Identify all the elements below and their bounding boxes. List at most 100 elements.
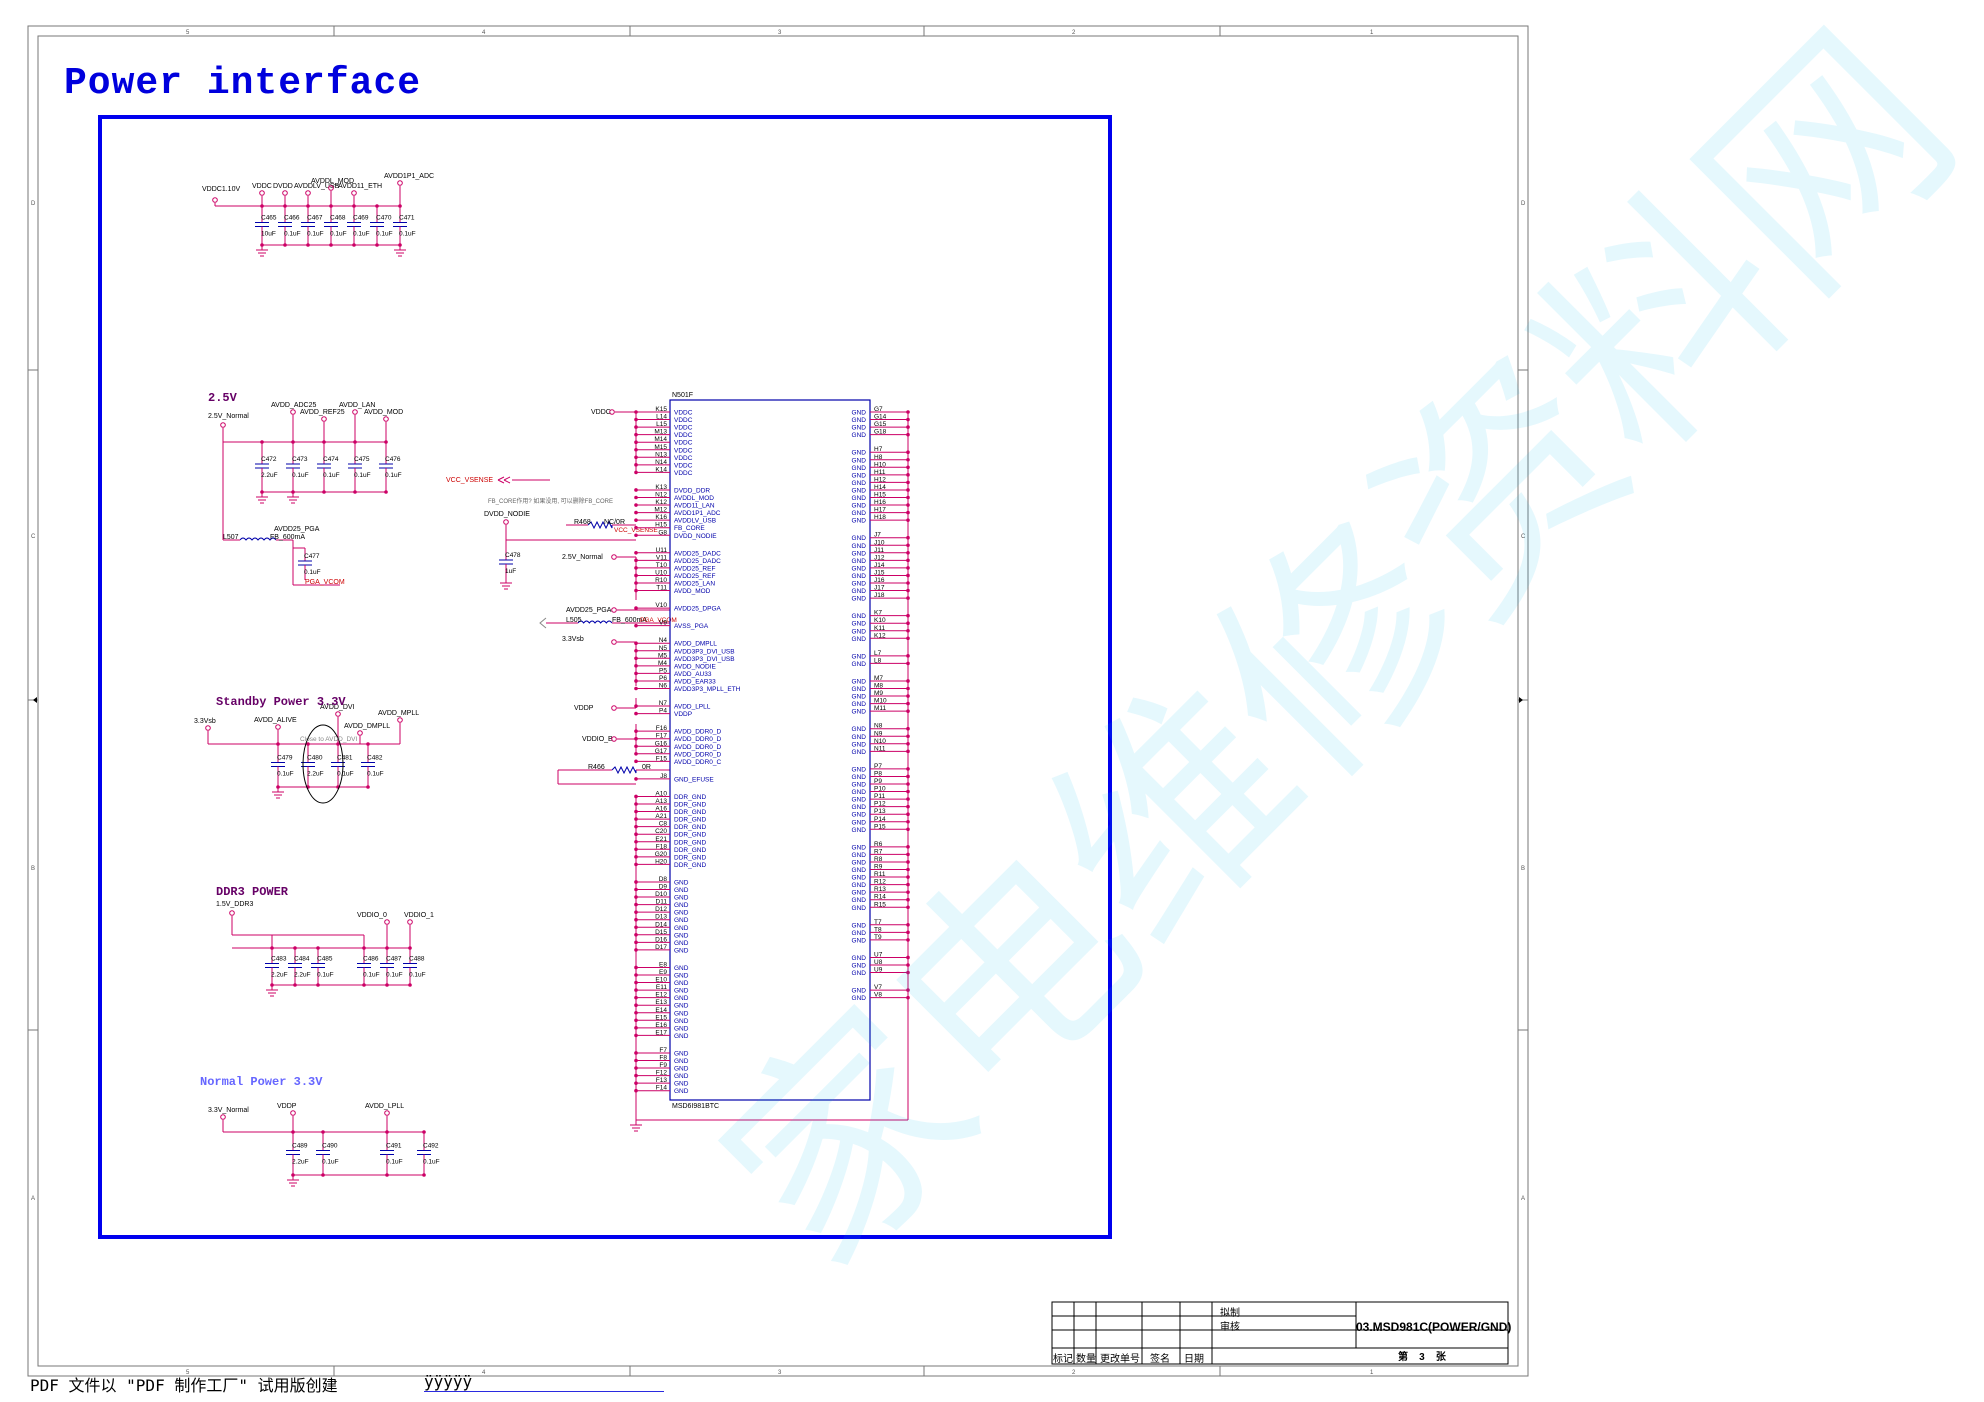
pin-number: E14 (655, 1007, 667, 1014)
normal-cap-group: C4892.2uFC4900.1uFC4910.1uFC4920.1uFVDDP… (208, 1103, 440, 1187)
net-port (212, 197, 218, 203)
pin-name: DDR_GND (674, 802, 706, 809)
pin-number: J17 (874, 585, 885, 592)
pin-name: GND (852, 694, 867, 701)
pin-name: GND (674, 980, 689, 987)
junction-dot (321, 1130, 325, 1134)
pin-name: AVDD3P3_DVI_USB (674, 648, 735, 655)
pin-number: N9 (874, 730, 883, 737)
pin-number: D13 (655, 914, 667, 921)
cap-ref: C484 (294, 956, 310, 963)
junction-dot (321, 1173, 325, 1177)
pin-number: K10 (874, 617, 886, 624)
cap-ref: C467 (307, 215, 323, 222)
pin-name: GND (852, 518, 867, 525)
pin-name: GND (852, 535, 867, 542)
cap-value: 0.1uF (330, 231, 347, 238)
pin-number: J14 (874, 562, 885, 569)
net-label: AVDD_DMPLL (344, 723, 390, 730)
cap-value: 0.1uF (323, 472, 340, 479)
junction-dot (634, 566, 638, 570)
cap-ref: C465 (261, 215, 277, 222)
pin-number: R10 (655, 577, 667, 584)
pin-number: H18 (874, 514, 886, 521)
ground-flag (539, 617, 547, 629)
pin-number: N11 (874, 745, 886, 752)
net-port (609, 409, 615, 415)
net-label: AVDD_DVI (320, 704, 355, 711)
cap-ref: C471 (399, 215, 415, 222)
frame-arrow (33, 697, 37, 703)
pin-number: E13 (655, 999, 667, 1006)
pin-name: GND (674, 965, 689, 972)
pin-number: C8 (659, 821, 668, 828)
pin-name: AVDD3P3_MPLL_ETH (674, 686, 741, 693)
pin-number: P15 (874, 823, 886, 830)
cap-value: 0.1uF (376, 231, 393, 238)
pin-name: GND (852, 988, 867, 995)
frame-label-bottom: 4 (482, 1370, 486, 1376)
junction-dot (634, 510, 638, 515)
rail-label: 1.5V_DDR3 (216, 901, 253, 908)
pin-number: R7 (874, 848, 883, 855)
junction-dot (322, 490, 326, 494)
pin-name: GND (852, 503, 867, 510)
pin-name: DVDD_NODIE (674, 533, 717, 540)
cap-value: 0.1uF (322, 1159, 339, 1166)
resistor-value: NC/0R (604, 519, 625, 526)
pin-number: G7 (874, 406, 883, 413)
junction-dot (306, 742, 310, 746)
pin-name: GND (674, 947, 689, 954)
pin-name: GND (852, 970, 867, 977)
cap-value: 0.1uF (367, 771, 384, 778)
pin-number: H15 (655, 522, 667, 529)
tb-col-change: 更改单号 (1100, 1354, 1140, 1365)
pin-number: H17 (874, 507, 886, 514)
pin-name: DDR_GND (674, 839, 706, 846)
pin-number: P7 (874, 763, 882, 770)
pin-name: VDDC (674, 447, 693, 454)
pin-name: DDR_GND (674, 794, 706, 801)
pin-number: A13 (655, 798, 667, 805)
pin-number: E17 (655, 1029, 667, 1036)
pin-number: M15 (654, 444, 667, 451)
frame-label-left: B (31, 866, 35, 872)
pin-number: D8 (659, 876, 668, 883)
cap-value: 1uF (505, 568, 516, 575)
pin-number: N12 (655, 492, 667, 499)
net-label: VDDP (277, 1103, 297, 1110)
junction-dot (634, 777, 638, 781)
pin-name: GND (852, 844, 867, 851)
pin-number: H7 (874, 446, 883, 453)
cap-ref: C490 (322, 1143, 338, 1150)
net-label: DVDD (273, 183, 293, 190)
junction-dot (634, 729, 638, 733)
tb-drawn-by: 拟制 (1220, 1308, 1240, 1319)
net-port (352, 409, 358, 415)
junction-dot (634, 573, 638, 578)
junction-dot (634, 752, 638, 756)
pin-number: L15 (656, 421, 667, 428)
pin-name: GND (852, 804, 867, 811)
net-label: AVDD_ADC25 (271, 402, 316, 409)
pin-number: K11 (874, 625, 885, 632)
junction-dot (408, 983, 412, 987)
junction-dot (634, 759, 638, 764)
pin-name: GND (852, 472, 867, 479)
inner-frame (37, 35, 1519, 1367)
pin-name: GND (852, 937, 867, 944)
pin-name: AVSS_PGA (674, 623, 709, 630)
pin-name: GND (852, 661, 867, 668)
tb-reviewed-by: 审核 (1220, 1322, 1240, 1333)
cap-ref: C486 (363, 956, 379, 963)
junction-dot (634, 664, 638, 668)
pin-number: L7 (874, 650, 882, 657)
net-port (220, 422, 226, 428)
cap-ref: C474 (323, 456, 339, 463)
ferrite-value: FB_600mA (612, 617, 647, 624)
net-label: DVDD_NODIE (484, 511, 530, 518)
net-label: VCC_VSENSE (614, 527, 658, 534)
pin-name: AVDDLV_USB (674, 518, 716, 525)
pin-name: DDR_GND (674, 854, 706, 861)
